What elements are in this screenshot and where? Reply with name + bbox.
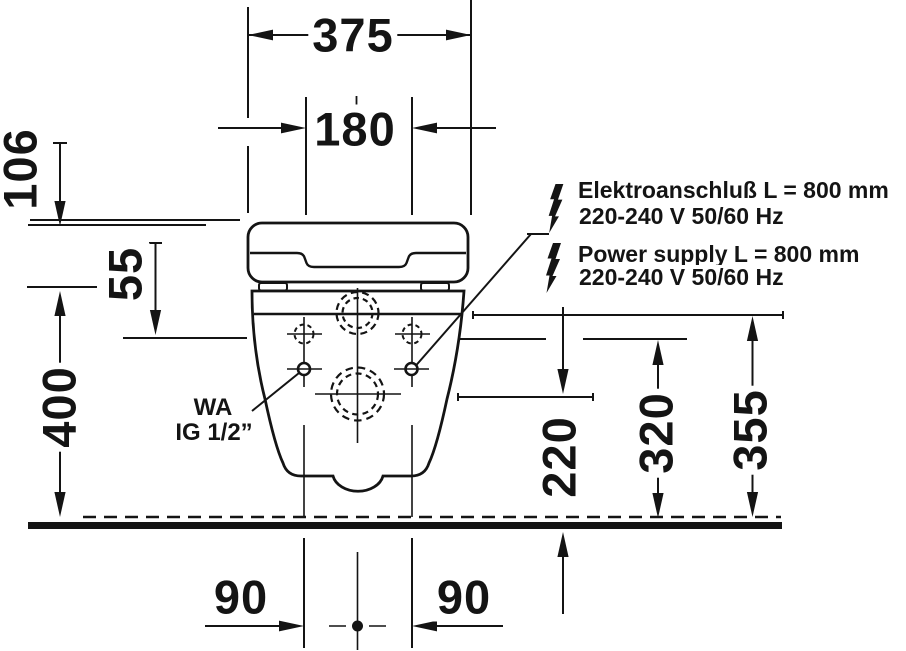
- arrow-up-icon: [746, 316, 759, 341]
- dim-label-right-spacing: 90: [432, 572, 496, 622]
- toilet-seat-lid: [246, 221, 470, 292]
- arrow-right-icon: [281, 122, 306, 134]
- arrow-down-icon: [746, 492, 759, 517]
- electrical-note-en-line2: 220-240 V 50/60 Hz: [577, 264, 786, 290]
- seat-recess-profile: [250, 251, 466, 269]
- arrow-up-icon: [652, 340, 664, 365]
- arrow-down-icon: [652, 493, 664, 518]
- arrow-down-icon: [54, 492, 66, 517]
- hinge-foot-left: [258, 282, 288, 292]
- dimension-90-90-lines: [205, 538, 503, 650]
- dim-label-supply-to-floor: 220: [533, 412, 586, 502]
- dim-label-recess-width: 180: [310, 104, 400, 154]
- center-point-marker: [352, 620, 363, 632]
- dim-label-seat-stack-height: 106: [0, 124, 47, 214]
- leader-lines: [251, 233, 549, 412]
- dimension-180-lines: [218, 96, 496, 215]
- dimension-55-lines: [123, 242, 247, 339]
- electrical-leader-line: [414, 233, 532, 367]
- arrow-down-icon: [149, 310, 162, 335]
- dim-label-fixings-to-floor: 320: [630, 388, 683, 478]
- dimension-355-lines: [472, 311, 784, 517]
- dimension-106-lines: [28, 142, 240, 226]
- dimension-375-lines: [247, 0, 472, 215]
- arrow-down-icon: [54, 201, 66, 226]
- dim-label-rim-to-floor: 400: [33, 362, 86, 452]
- top-hidden-hole-inner: [341, 296, 374, 330]
- electrical-note-en-line1: Power supply L = 800 mm: [576, 241, 862, 267]
- arrow-left-icon: [248, 29, 273, 41]
- hinge-foot-right: [420, 282, 450, 292]
- dim-label-overall-width: 375: [308, 10, 398, 60]
- toilet-ceramic-body: [250, 288, 466, 517]
- floor-line: [28, 515, 782, 529]
- electrical-note-de-line1: Elektroanschluß L = 800 mm: [576, 177, 891, 203]
- dim-label-left-spacing: 90: [209, 572, 273, 622]
- dim-label-top-to-floor: 355: [724, 385, 777, 475]
- water-leader-line: [251, 372, 300, 412]
- arrow-down-icon: [557, 369, 569, 394]
- arrow-right-icon: [279, 620, 304, 632]
- arrow-up-icon: [54, 291, 66, 316]
- arrow-left-icon: [412, 122, 437, 134]
- top-hidden-hole-outer: [335, 290, 380, 336]
- electrical-note-de-line2: 220-240 V 50/60 Hz: [577, 203, 786, 229]
- dim-label-hole-offset: 55: [99, 242, 152, 306]
- dimension-220-lines: [457, 307, 594, 614]
- water-note-line1: WA: [191, 394, 235, 421]
- arrow-up-icon: [557, 532, 569, 557]
- water-note-line2: IG 1/2”: [173, 419, 255, 446]
- arrow-right-icon: [446, 29, 471, 41]
- arrow-left-icon: [412, 620, 437, 632]
